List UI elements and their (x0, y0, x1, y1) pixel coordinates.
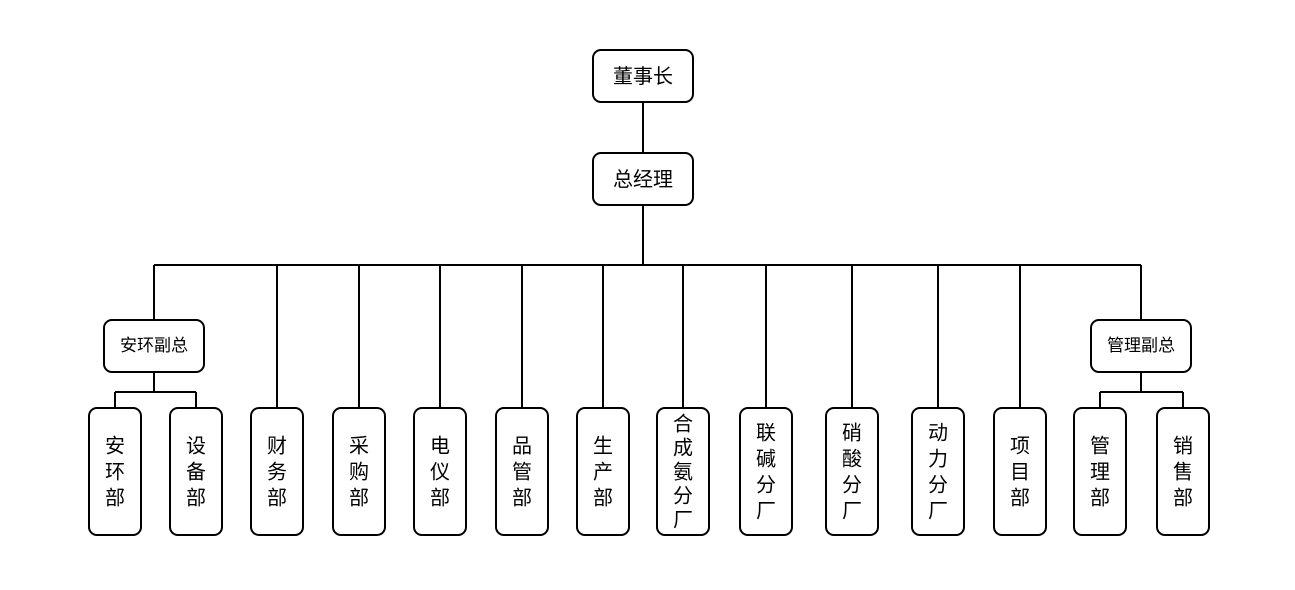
node-vp-management-label: 管理副总 (1107, 336, 1175, 356)
node-dept-anhuan-box (88, 407, 142, 536)
node-dept-pinguan-label: 品管部 (512, 434, 532, 510)
node-dept-xiaoshou-box (1156, 407, 1210, 536)
node-vp-management-box (1090, 319, 1192, 373)
node-dept-dianyi-box (413, 407, 467, 536)
node-dept-shengchan-label: 生产部 (593, 434, 613, 510)
node-general-manager-label: 总经理 (613, 167, 673, 191)
node-vp-env-safety-label: 安环副总 (120, 336, 188, 356)
node-dept-pinguan-box (495, 407, 549, 536)
node-dept-hechengan-box (656, 407, 710, 536)
node-dept-dongli-label: 动力分厂 (928, 421, 948, 523)
node-dept-xiaosuan-box (825, 407, 879, 536)
node-vp-env-safety-box (103, 319, 205, 373)
node-chairman-label: 董事长 (613, 64, 673, 88)
node-dept-guanli-box (1073, 407, 1127, 536)
node-dept-xiangmu-label: 项目部 (1010, 434, 1030, 510)
node-dept-guanli-label: 管理部 (1090, 434, 1110, 510)
node-dept-hechengan-label: 合成氨分厂 (673, 412, 693, 532)
node-dept-shengchan-box (576, 407, 630, 536)
node-dept-anhuan-label: 安环部 (105, 434, 125, 510)
node-dept-dianyi-label: 电仪部 (430, 434, 450, 510)
node-dept-xiaosuan-label: 硝酸分厂 (842, 421, 862, 523)
node-dept-lianjian-label: 联碱分厂 (756, 421, 776, 523)
node-dept-caigou-label: 采购部 (349, 434, 369, 510)
node-dept-caiwu-box (250, 407, 304, 536)
node-dept-xiangmu-box (993, 407, 1047, 536)
node-dept-dongli-box (911, 407, 965, 536)
node-dept-caiwu-label: 财务部 (267, 434, 287, 510)
node-dept-caigou-box (332, 407, 386, 536)
node-chairman-box (592, 49, 694, 103)
node-dept-xiaoshou-label: 销售部 (1173, 434, 1193, 510)
node-general-manager-box (592, 152, 694, 206)
connector-lines (114, 102, 1184, 408)
node-dept-lianjian-box (739, 407, 793, 536)
node-dept-shebei-label: 设备部 (186, 434, 206, 510)
node-dept-shebei-box (169, 407, 223, 536)
